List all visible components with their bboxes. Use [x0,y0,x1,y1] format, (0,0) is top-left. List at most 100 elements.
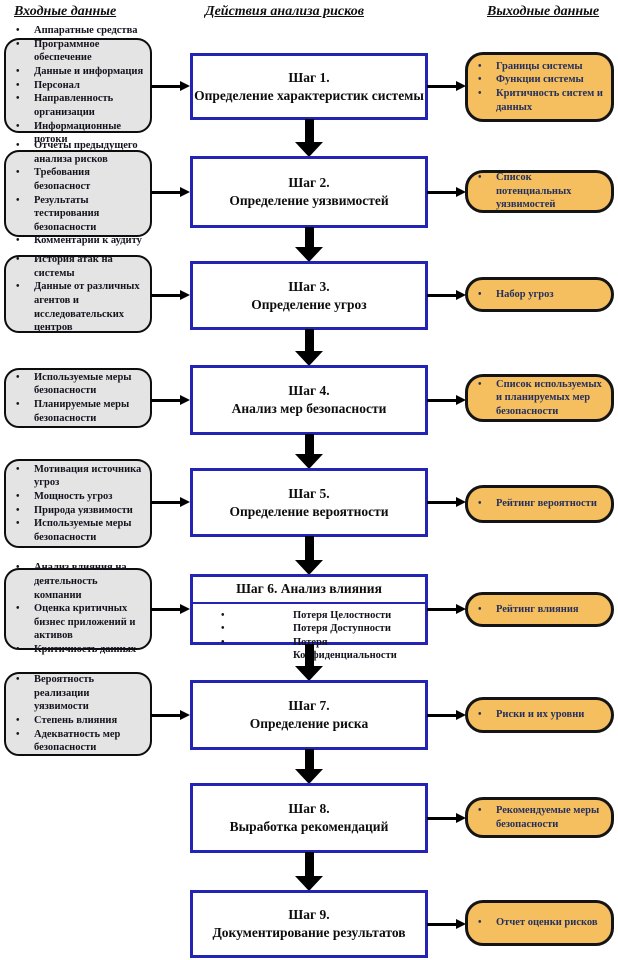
output-arrow-step-8 [427,812,466,824]
arrow-stem [304,119,314,142]
list-item: Рекомендуемые меры безопасности [468,804,607,831]
step-title: Шаг 1. [288,69,330,85]
input-arrow-step-1 [151,80,190,92]
output-box-step-3: Набор угроз [465,277,614,312]
input-list: Используемые меры безопасности Планируем… [6,366,150,431]
list-item: Список потенциальных уязвимостей [468,171,607,212]
input-box-step-5: Мотивация источника угроз Мощность угроз… [4,459,152,548]
arrow-stem [304,852,314,876]
step-box-3: Шаг 3. Определение угроз [190,261,428,330]
list-item: Риски и их уровни [468,708,607,722]
flow-arrow-7-8 [295,749,323,784]
input-arrow-step-7 [151,709,190,721]
step-box-6: Шаг 6. Анализ влияния Потеря Целостности… [190,574,428,661]
flow-arrow-3-4 [295,329,323,366]
step-title: Шаг 6. Анализ влияния [193,577,425,604]
list-item: Анализ влияния на деятельность компании [6,561,146,602]
flow-arrow-1-2 [295,119,323,157]
input-list: Аппаратные средства Программное обеспече… [6,19,150,152]
output-arrow-step-2 [427,186,466,198]
input-arrow-step-6 [151,603,190,615]
output-box-step-2: Список потенциальных уязвимостей [465,170,614,213]
arrow-stem [304,749,314,769]
input-arrow-step-3 [151,289,190,301]
list-item: Используемые меры безопасности [6,517,146,544]
step-box-5: Шаг 5. Определение вероятности [190,468,428,537]
output-arrow-step-7 [427,709,466,721]
flow-arrow-8-9 [295,852,323,891]
list-item: Используемые меры безопасности [6,371,146,398]
step-title: Шаг 8. [288,801,330,817]
list-item: Направленность организации [6,92,146,119]
step-title: Шаг 3. [288,278,330,294]
step-box-4: Шаг 4. Анализ мер безопасности [190,365,428,435]
input-arrow-step-2 [151,186,190,198]
input-list: Вероятность реализации уязвимости Степен… [6,668,150,760]
list-item: Мощность угроз [6,490,146,504]
list-item: Набор угроз [468,288,607,302]
step-subtitle: Выработка рекомендаций [229,819,389,834]
output-list: Список используемых и планируемых мер бе… [468,373,611,424]
output-list: Рейтинг влияния [468,598,611,622]
list-item: Природа уязвимости [6,504,146,518]
list-item: Степень влияния [6,714,146,728]
step-title: Шаг 9. [288,907,330,923]
output-list: Список потенциальных уязвимостей [468,166,611,217]
flow-arrow-2-3 [295,227,323,262]
output-box-step-5: Рейтинг вероятности [465,485,614,523]
list-item: Результаты тестирования безопасности [6,194,146,235]
list-item: Список используемых и планируемых мер бе… [468,378,607,419]
list-item: Границы системы [468,60,607,74]
list-item: Потеря Конфиденциальности [221,636,425,663]
output-list: Отчет оценки рисков [468,911,611,935]
flow-arrow-4-5 [295,434,323,469]
output-list: Рейтинг вероятности [468,492,611,516]
arrow-stem [304,644,314,666]
list-item: Адекватность мер безопасности [6,728,146,755]
input-box-step-3: История атак на системы Данные от различ… [4,253,152,333]
step-subtitle: Определение риска [249,716,369,731]
step-box-9: Шаг 9. Документирование результатов [190,890,428,958]
arrow-down-icon [295,351,323,366]
step-box-7: Шаг 7. Определение риска [190,680,428,750]
input-arrow-step-5 [151,496,190,508]
list-item: Потеря Целостности [221,609,425,623]
step-subtitle: Определение уязвимостей [229,193,389,208]
output-arrow-step-6 [427,603,466,615]
step-subtitle: Определение характеристик системы [194,87,424,103]
list-item: Данные и информация [6,65,146,79]
list-item: Данные от различных агентов и исследоват… [6,280,146,335]
step-subtitle: Определение вероятности [229,503,389,519]
input-box-step-6: Анализ влияния на деятельность компании … [4,561,152,656]
input-list: Отчеты предыдущего анализа рисков Требов… [6,134,150,253]
impact-loss-list: Потеря Целостности Потеря Доступности По… [193,604,425,666]
step-title: Шаг 5. [288,485,330,501]
arrow-down-icon [295,560,323,575]
list-item: Вероятность реализации уязвимости [6,673,146,714]
output-list: Набор угроз [468,283,611,307]
output-box-step-1: Границы системы Функции системы Критично… [465,52,614,122]
input-box-step-7: Вероятность реализации уязвимости Степен… [4,672,152,756]
arrow-down-icon [295,876,323,891]
list-item: Отчеты предыдущего анализа рисков [6,139,146,166]
step-box-1: Шаг 1. Определение характеристик системы [190,53,428,120]
arrow-stem [304,329,314,351]
arrow-stem [304,434,314,454]
output-arrow-step-1 [427,80,466,92]
list-item: Комментарии к аудиту [6,234,146,248]
output-box-step-7: Риски и их уровни [465,697,614,733]
output-list: Рекомендуемые меры безопасности [468,799,611,836]
flow-arrow-5-6 [295,536,323,575]
arrow-stem [304,227,314,247]
output-arrow-step-4 [427,394,466,406]
step-box-8: Шаг 8. Выработка рекомендаций [190,783,428,853]
input-arrow-step-4 [151,394,190,406]
step-title: Шаг 4. [288,383,330,399]
step-box-2: Шаг 2. Определение уязвимостей [190,156,428,228]
step-title: Шаг 2. [288,175,330,191]
arrow-down-icon [295,769,323,784]
input-list: История атак на системы Данные от различ… [6,248,150,340]
list-item: Функции системы [468,73,607,87]
list-item: Мотивация источника угроз [6,463,146,490]
arrow-down-icon [295,247,323,262]
